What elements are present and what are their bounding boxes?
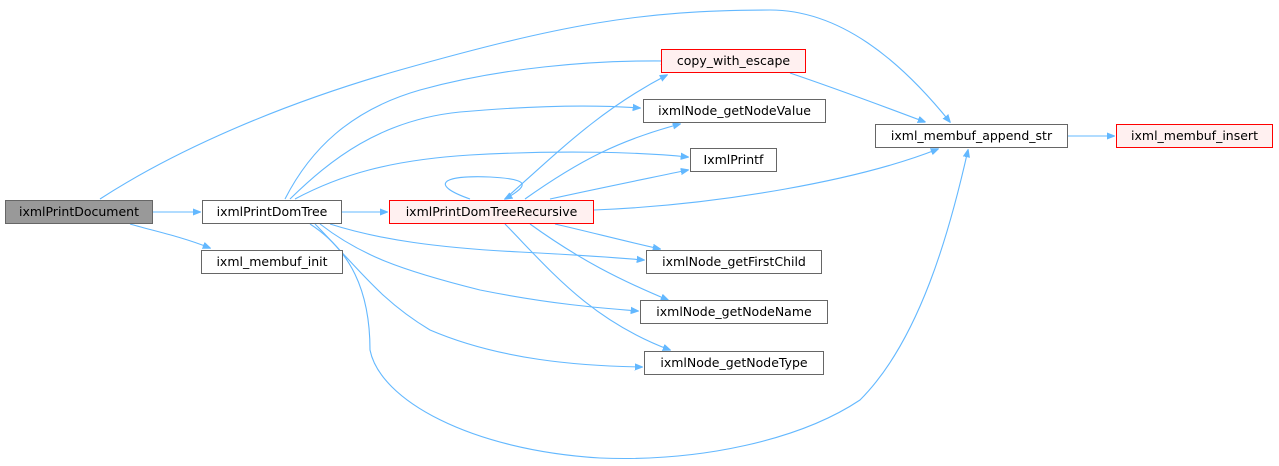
edge-printDomTree-to-copyWithEscape xyxy=(284,61,668,200)
edge-printDomTreeRecursive-to-membufAppendStr xyxy=(593,149,938,211)
edge-printDocument-to-membufAppendStr xyxy=(99,9,950,200)
edge-printDomTreeRecursive-to-getNodeType xyxy=(504,223,670,350)
edge-printDomTreeRecursive-to-getNodeValue xyxy=(524,124,680,200)
edge-printDomTreeRecursive-to-printDomTreeRecursive xyxy=(444,176,523,199)
node-ixml_membuf_insert[interactable]: ixml_membuf_insert xyxy=(1116,124,1273,148)
node-ixmlPrintDocument: ixmlPrintDocument xyxy=(5,200,153,224)
node-ixmlPrintDomTree[interactable]: ixmlPrintDomTree xyxy=(202,200,342,224)
edge-printDomTree-to-getFirstChild xyxy=(329,223,644,260)
node-copy_with_escape[interactable]: copy_with_escape xyxy=(661,49,806,73)
edge-printDomTreeRecursive-to-printf xyxy=(549,170,688,200)
edge-printDomTree-to-getNodeValue xyxy=(289,106,640,200)
node-ixml_membuf_append_str[interactable]: ixml_membuf_append_str xyxy=(875,124,1068,148)
node-ixmlNode_getNodeType[interactable]: ixmlNode_getNodeType xyxy=(644,351,824,375)
edge-printDocument-to-membufInit xyxy=(129,223,210,248)
node-ixml_membuf_init[interactable]: ixml_membuf_init xyxy=(201,250,343,274)
edge-printDomTree-to-getNodeType xyxy=(314,223,642,367)
node-ixmlPrintDomTreeRecursive[interactable]: ixmlPrintDomTreeRecursive xyxy=(389,200,594,224)
edge-printDomTree-to-membufAppendStr xyxy=(309,150,968,459)
edge-printDomTreeRecursive-to-getFirstChild xyxy=(554,223,660,249)
edge-printDomTree-to-getNodeName xyxy=(319,223,638,311)
edge-printDomTreeRecursive-to-copyWithEscape xyxy=(504,75,667,200)
edge-copyWithEscape-to-membufAppendStr xyxy=(789,72,925,122)
node-ixmlNode_getNodeValue[interactable]: ixmlNode_getNodeValue xyxy=(643,99,826,123)
edge-printDomTree-to-printf xyxy=(294,151,688,200)
edge-printDomTreeRecursive-to-getNodeName xyxy=(529,223,668,300)
node-IxmlPrintf[interactable]: IxmlPrintf xyxy=(690,148,777,172)
node-ixmlNode_getNodeName[interactable]: ixmlNode_getNodeName xyxy=(640,300,828,324)
node-ixmlNode_getFirstChild[interactable]: ixmlNode_getFirstChild xyxy=(646,250,822,274)
